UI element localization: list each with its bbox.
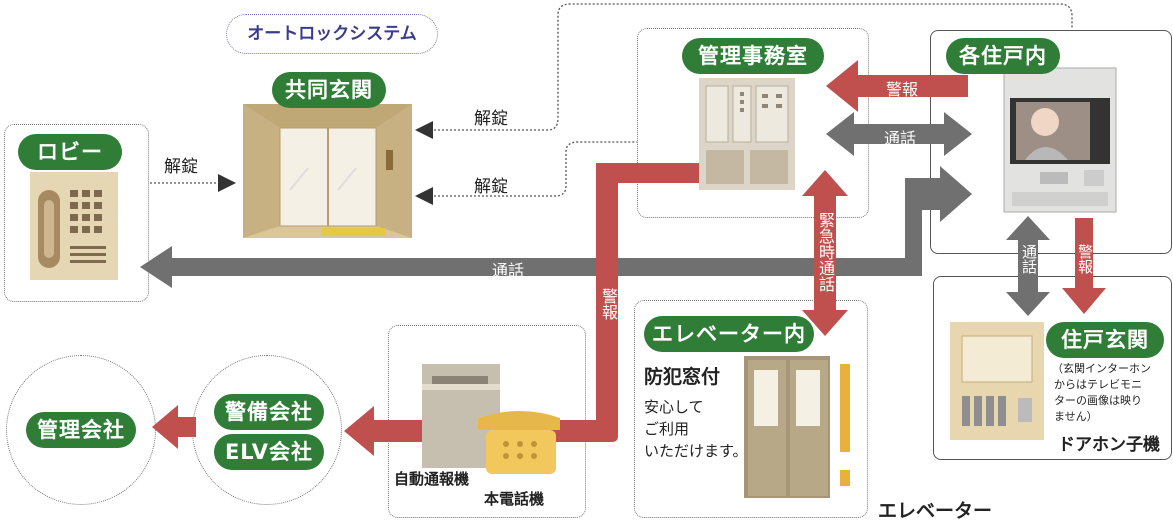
entrance-door-illustration (243, 104, 412, 238)
lobby-intercom-illustration (30, 172, 118, 280)
call-label-door: 通話 (1020, 244, 1038, 274)
node-lobby: ロビー (18, 134, 122, 170)
anti-crime-label: 防犯窓付 (644, 366, 721, 388)
call-arrow-door (1006, 216, 1050, 316)
node-entrance: 共同玄関 (272, 72, 386, 108)
phone-illustration (478, 411, 560, 474)
alarm-label-door: 警報 (1076, 244, 1094, 274)
node-mgmt: 管理会社 (26, 412, 136, 448)
phone-label: 本電話機 (484, 490, 545, 508)
alarm-label-elevator: 警報 (599, 288, 618, 320)
unlock-label-lobby: 解錠 (164, 157, 198, 177)
elevator-text-2: ご利用 (644, 420, 690, 438)
auto-alarm-label: 自動通報機 (394, 470, 470, 488)
unlock-line-top (430, 3, 1073, 131)
door-unit-label: ドアホン子機 (1058, 435, 1160, 455)
call-label-lobby: 通話 (492, 261, 525, 280)
elevator-door-illustration (744, 356, 830, 498)
unlock-line-mid (430, 141, 637, 197)
alarm-label-office: 警報 (886, 80, 919, 99)
emergency-call-label: 緊急時通話 (816, 212, 835, 292)
node-door: 住戸玄関 (1046, 322, 1164, 358)
office-panel-illustration (699, 78, 795, 190)
page-title: オートロックシステム (226, 14, 438, 54)
node-elv: ELV会社 (214, 434, 324, 470)
exclamation-icon (840, 364, 850, 486)
door-unit-illustration (950, 322, 1044, 440)
unit-monitor-illustration (1003, 67, 1117, 213)
alarm-arrow-mgmt (152, 405, 196, 449)
node-security: 警備会社 (214, 394, 324, 430)
call-arrow-lobby (140, 166, 972, 288)
door-note-2: からはテレビモニ (1054, 378, 1142, 391)
call-label-office: 通話 (884, 129, 917, 148)
unlock-label-top: 解錠 (474, 109, 508, 129)
unlock-arrowhead-top (415, 121, 433, 139)
unlock-label-mid: 解錠 (474, 177, 508, 197)
door-note-1: （玄関インターホン (1052, 362, 1151, 375)
elevator-text-1: 安心して (644, 398, 704, 416)
emergency-arrow (802, 170, 848, 336)
unlock-arrowhead-lobby (218, 174, 236, 192)
alarm-arrow-elevator (344, 163, 760, 456)
page-title-text: オートロックシステム (247, 24, 417, 44)
alarm-arrow-office (826, 60, 968, 112)
node-elevator-in: エレベーター内 (644, 316, 814, 352)
door-note-3: ターの画像は映り (1054, 394, 1142, 407)
node-office: 管理事務室 (682, 38, 824, 74)
elevator-label: エレベーター (878, 500, 993, 522)
door-note-4: ません） (1054, 410, 1098, 423)
elevator-text-3: いただけます。 (644, 442, 748, 460)
unlock-arrowhead-mid (415, 187, 433, 205)
alarm-arrow-door (1062, 218, 1106, 314)
call-arrow-office (826, 112, 972, 156)
node-unit: 各住戸内 (946, 38, 1060, 74)
